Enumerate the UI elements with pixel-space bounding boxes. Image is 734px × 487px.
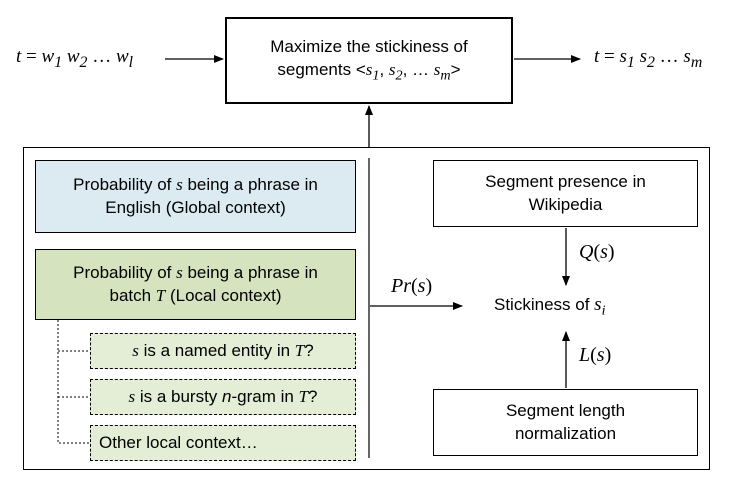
- local-context-box: Probability of s being a phrase in batch…: [35, 249, 356, 320]
- pr-label: Pr(s): [391, 275, 433, 297]
- named-entity-box: s is a named entity in T?: [90, 333, 356, 369]
- l-label: L(s): [579, 344, 612, 366]
- length-normalization-box: Segment length normalization: [433, 389, 698, 456]
- output-sequence: t = s1 s2 … sm: [594, 46, 703, 71]
- maximize-line1: Maximize the stickiness of: [270, 36, 468, 56]
- maximize-line2: segments <s1, s2, … sm>: [277, 59, 461, 84]
- stickiness-label: Stickiness of si: [494, 294, 606, 319]
- maximize-stickiness-box: Maximize the stickiness of segments <s1,…: [225, 17, 513, 104]
- global-context-box: Probability of s being a phrase in Engli…: [35, 160, 356, 233]
- input-sequence: t = w1 w2 … wl: [16, 46, 134, 71]
- wikipedia-presence-box: Segment presence in Wikipedia: [433, 160, 698, 227]
- q-label: Q(s): [579, 241, 615, 263]
- other-local-context-box: Other local context…: [90, 425, 356, 461]
- bursty-ngram-box: s is a bursty n-gram in T?: [90, 379, 356, 415]
- segmentation-frame: [23, 147, 710, 470]
- tree-connector: [57, 320, 90, 444]
